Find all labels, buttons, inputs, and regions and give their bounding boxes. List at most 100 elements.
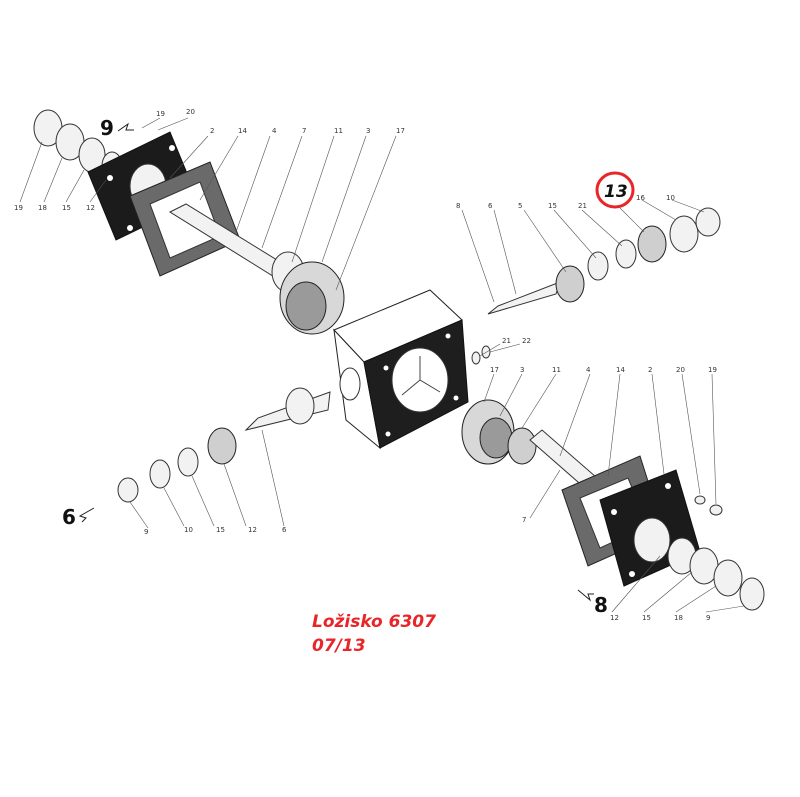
bearing-ring xyxy=(713,559,743,597)
callout: 5 xyxy=(518,202,522,210)
bolt-hole xyxy=(107,175,113,181)
callout: 7 xyxy=(302,127,306,135)
highlight-label: 13 xyxy=(604,182,628,202)
callout: 10 xyxy=(184,526,193,534)
callout: 19 xyxy=(14,204,23,212)
bolt-hole xyxy=(383,365,389,371)
bearing xyxy=(207,427,237,465)
shaft-collar xyxy=(285,387,315,425)
note-line-2: 07/13 xyxy=(312,636,366,656)
bearing-housing xyxy=(633,517,671,563)
callout: 4 xyxy=(586,366,591,374)
seal-ring xyxy=(481,345,491,359)
callout: 8 xyxy=(456,202,460,210)
highlight-ring xyxy=(595,171,635,209)
callout: 16 xyxy=(636,194,645,202)
end-cap xyxy=(695,207,721,237)
spacer-ring xyxy=(177,447,199,477)
arrow-icon xyxy=(117,122,134,132)
bolt-hole xyxy=(629,571,635,577)
callout: 14 xyxy=(616,366,625,374)
housing-side-bore xyxy=(339,367,361,401)
spacer-ring xyxy=(587,251,609,281)
lower-right-shaft-group xyxy=(461,399,765,611)
callouts-lower-left: 9 10 15 12 6 xyxy=(129,429,287,536)
callout: 4 xyxy=(272,127,277,135)
bolt-hole xyxy=(127,225,133,231)
bearing-6307 xyxy=(637,225,667,263)
callout: 15 xyxy=(62,204,71,212)
arrow-icon xyxy=(577,589,594,602)
spacer-ring xyxy=(615,239,637,269)
callout: 17 xyxy=(490,366,499,374)
callouts-upper-left: 19 20 2 14 4 7 11 3 17 xyxy=(141,108,405,291)
input-shaft xyxy=(487,281,561,315)
marker-label: 9 xyxy=(100,116,114,140)
callout: 18 xyxy=(674,614,683,622)
bearing xyxy=(507,427,537,465)
end-cap xyxy=(739,577,765,611)
bolt-hole xyxy=(665,483,671,489)
callout: 20 xyxy=(186,108,195,116)
callout: 22 xyxy=(522,337,531,345)
callout: 12 xyxy=(248,526,257,534)
bolt-hole xyxy=(385,431,391,437)
callout: 2 xyxy=(210,127,214,135)
callout: 2 xyxy=(648,366,652,374)
gear-teeth xyxy=(285,281,327,331)
bolt xyxy=(694,495,706,505)
callouts-lower-right: 17 3 11 4 14 2 20 19 xyxy=(483,366,717,505)
callout: 11 xyxy=(552,366,561,374)
callouts-lower-right-bottom: 12 15 18 9 7 xyxy=(522,469,745,622)
spacer-ring xyxy=(149,459,171,489)
bolt-hole xyxy=(453,395,459,401)
bolt-hole xyxy=(445,333,451,339)
gear-teeth xyxy=(479,417,513,459)
callout: 3 xyxy=(520,366,524,374)
highlighted-callout-13: 13 xyxy=(595,171,635,209)
direction-marker-8: 8 xyxy=(577,589,608,617)
bolt xyxy=(709,504,723,516)
callout: 21 xyxy=(578,202,587,210)
callout: 19 xyxy=(708,366,717,374)
seal-ring xyxy=(471,351,481,365)
callout: 21 xyxy=(502,337,511,345)
end-cap xyxy=(117,477,139,503)
callout: 3 xyxy=(366,127,370,135)
direction-marker-6: 6 xyxy=(62,505,95,529)
callout: 17 xyxy=(396,127,405,135)
callout: 6 xyxy=(282,526,287,534)
callout: 15 xyxy=(642,614,651,622)
callout: 12 xyxy=(610,614,619,622)
bearing xyxy=(555,265,585,303)
bolt-hole xyxy=(169,145,175,151)
callout: 15 xyxy=(548,202,557,210)
callout: 9 xyxy=(706,614,710,622)
callout: 10 xyxy=(666,194,675,202)
callout: 15 xyxy=(216,526,225,534)
note-line-1: Ložisko 6307 xyxy=(312,612,436,632)
callouts-center: 21 22 xyxy=(479,337,531,357)
lower-left-shaft-group xyxy=(117,387,331,503)
callout: 9 xyxy=(144,528,148,536)
callout: 6 xyxy=(488,202,493,210)
end-cap xyxy=(669,215,699,253)
callout: 12 xyxy=(86,204,95,212)
callouts-upper-right: 8 6 5 15 21 16 10 xyxy=(456,194,705,303)
callout: 20 xyxy=(676,366,685,374)
arrow-icon xyxy=(78,507,95,523)
callout: 7 xyxy=(522,516,526,524)
bolt-hole xyxy=(611,509,617,515)
callout: 18 xyxy=(38,204,47,212)
marker-label: 6 xyxy=(62,505,76,529)
callouts-upper-left-bottom: 19 18 15 12 xyxy=(14,141,107,212)
upper-left-shaft-group xyxy=(33,109,345,335)
callout: 11 xyxy=(334,127,343,135)
gearbox-housing xyxy=(333,289,491,450)
direction-marker-9: 9 xyxy=(100,116,134,140)
upper-right-shaft-group xyxy=(487,207,721,315)
marker-label: 8 xyxy=(594,593,608,617)
callout: 19 xyxy=(156,110,165,118)
callout: 14 xyxy=(238,127,247,135)
